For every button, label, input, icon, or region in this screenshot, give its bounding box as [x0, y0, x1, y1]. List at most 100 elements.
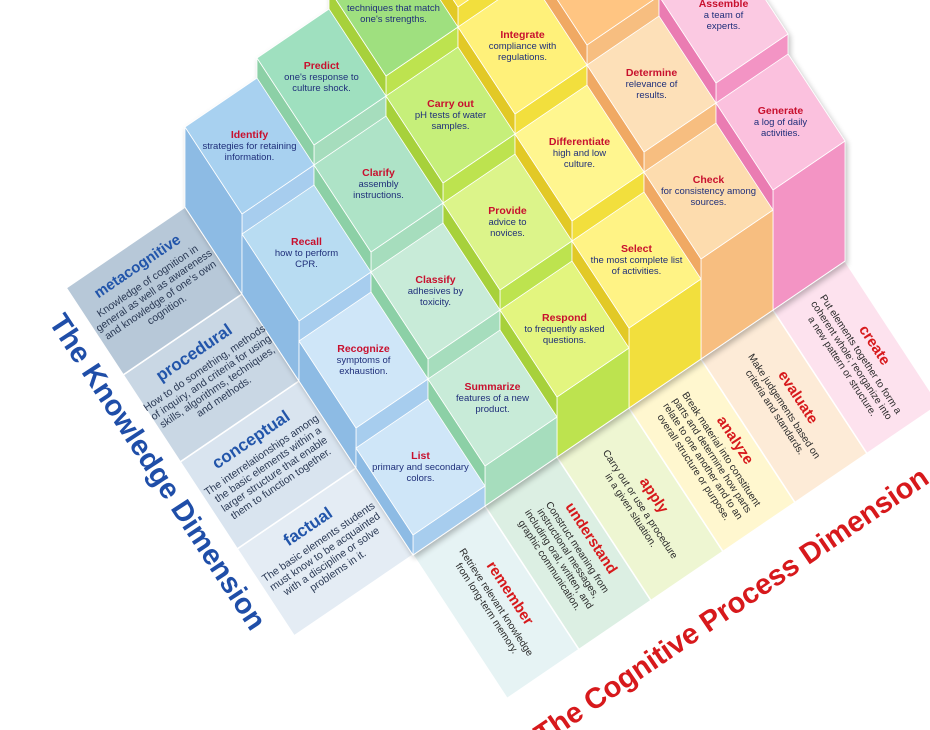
- cell-description: sources.: [691, 197, 727, 208]
- cell-verb: Select: [621, 243, 652, 255]
- cell-verb: List: [411, 450, 430, 462]
- cell-verb: Assemble: [699, 0, 749, 10]
- block-top: [571, 191, 702, 329]
- block-top: [427, 329, 558, 467]
- cell-description: one's strengths.: [360, 14, 427, 25]
- cell-description: exhaustion.: [339, 366, 388, 377]
- block-grid: [184, 0, 846, 557]
- cell-verb: Clarify: [362, 167, 395, 179]
- cell-description: strategies for retaining: [203, 141, 297, 152]
- cell-description: how to perform: [275, 248, 338, 259]
- block-top: [184, 77, 315, 215]
- cell-description: information.: [225, 152, 275, 163]
- block-top: [715, 53, 846, 191]
- block: [355, 398, 486, 557]
- cell-verb: Classify: [415, 274, 455, 286]
- block-top: [355, 398, 486, 536]
- cell-verb: Provide: [488, 205, 527, 217]
- cell-verb: Recall: [291, 236, 322, 248]
- cell-description: compliance with: [489, 41, 557, 52]
- block-top: [457, 0, 588, 115]
- cell-verb: Identify: [231, 129, 268, 141]
- cell-verb: Differentiate: [549, 136, 610, 148]
- cell-description: the most complete list: [591, 255, 683, 266]
- cell-description: a log of daily: [754, 117, 808, 128]
- cell-description: novices.: [490, 228, 525, 239]
- block-top: [452, 0, 469, 8]
- cell-verb: Recognize: [337, 343, 390, 355]
- cell-description: samples.: [431, 121, 469, 132]
- cell-description: features of a new: [456, 393, 529, 404]
- cell-verb: Use: [384, 0, 403, 3]
- block-top: [256, 8, 387, 146]
- block-top: [385, 46, 516, 184]
- cell-description: one's response to: [284, 72, 359, 83]
- block-top: [557, 0, 654, 46]
- cell-description: techniques that match: [347, 3, 440, 14]
- block-top: [335, 0, 459, 77]
- block-top: [514, 84, 645, 222]
- floor-bands: [65, 205, 930, 700]
- cell-description: for consistency among: [661, 186, 756, 197]
- cell-description: toxicity.: [420, 297, 451, 308]
- cell-description: CPR.: [295, 259, 318, 270]
- cell-verb: Respond: [542, 312, 587, 324]
- cell-verb: Summarize: [464, 381, 520, 393]
- cell-description: product.: [475, 404, 509, 415]
- cell-description: adhesives by: [408, 286, 464, 297]
- cell-verb: Determine: [626, 67, 678, 79]
- block-top: [643, 122, 774, 260]
- cell-description: results.: [636, 90, 667, 101]
- block-top: [313, 115, 444, 253]
- cell-description: activities.: [761, 128, 800, 139]
- block-top: [370, 222, 501, 360]
- cell-description: relevance of: [626, 79, 678, 90]
- cell-description: questions.: [543, 335, 586, 346]
- cell-description: experts.: [707, 21, 741, 32]
- cell-description: a team of: [704, 10, 744, 21]
- cell-description: regulations.: [498, 52, 547, 63]
- cell-verb: Check: [693, 174, 725, 186]
- cell-verb: Generate: [758, 105, 804, 117]
- cell-verb: Predict: [304, 60, 340, 72]
- block-top: [661, 0, 789, 84]
- cell-description: instructions.: [353, 190, 404, 201]
- cell-description: advice to: [488, 217, 526, 228]
- block-top: [586, 15, 717, 153]
- block-top: [499, 260, 630, 398]
- cell-description: assembly: [358, 179, 398, 190]
- block-top: [298, 291, 429, 429]
- cell-description: culture.: [564, 159, 595, 170]
- cell-description: culture shock.: [292, 83, 351, 94]
- cell-description: colors.: [407, 473, 435, 484]
- cell-description: symptoms of: [337, 355, 391, 366]
- cell-description: primary and secondary: [372, 462, 469, 473]
- cell-description: to frequently asked: [524, 324, 604, 335]
- cell-description: high and low: [553, 148, 606, 159]
- block-top: [241, 184, 372, 322]
- cell-description: pH tests of water: [415, 110, 486, 121]
- cell-verb: Carry out: [427, 98, 474, 110]
- cell-verb: Integrate: [500, 29, 545, 41]
- block-top: [442, 153, 573, 291]
